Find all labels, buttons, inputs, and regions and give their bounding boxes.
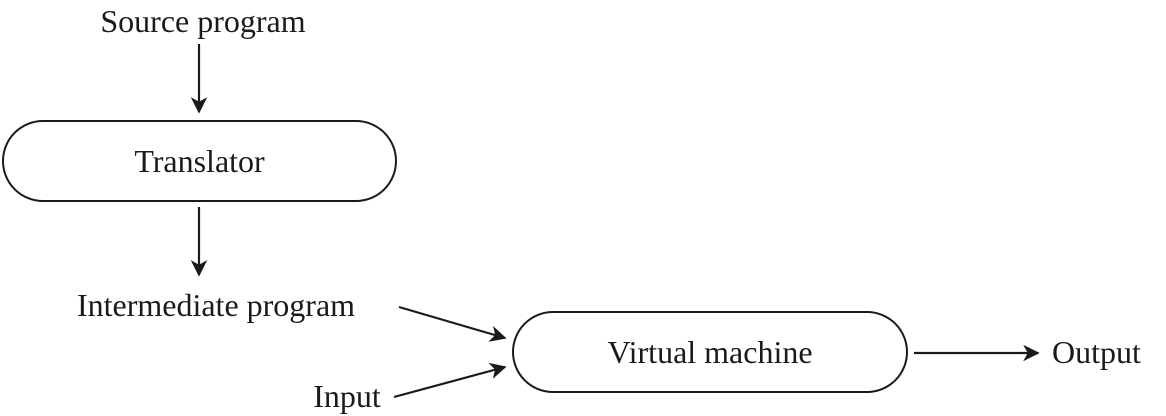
arrow-input-to-vm [393,362,507,399]
source-program-label: Source program [100,3,306,39]
translator-node: Translator [2,120,397,202]
arrow-intermediate-to-vm [398,305,507,342]
output-label: Output [1052,334,1141,370]
intermediate-program-label: Intermediate program [76,287,356,323]
translator-label: Translator [134,142,265,179]
virtual-machine-node: Virtual machine [512,311,908,393]
virtual-machine-label: Virtual machine [607,333,813,370]
input-label: Input [313,378,381,414]
